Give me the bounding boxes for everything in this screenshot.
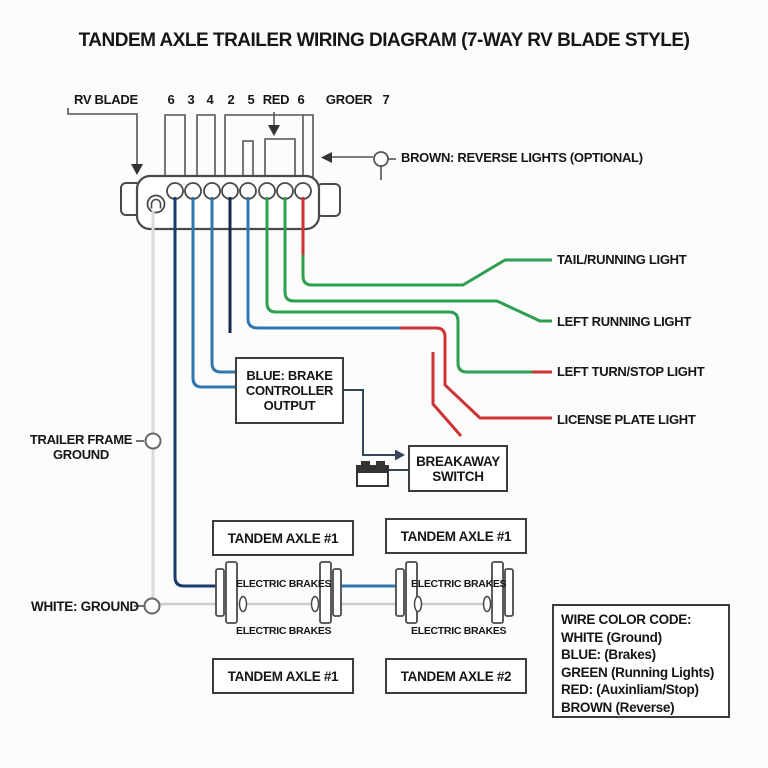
trailer-frame-ground-label: TRAILER FRAME GROUND (25, 432, 137, 463)
wire-red-license-plate (400, 326, 552, 420)
battery-icon (356, 461, 389, 487)
wire-blue-controller-2 (210, 197, 236, 374)
wires (151, 197, 552, 606)
breakaway-linkage (340, 389, 408, 471)
tandem-axle-bottom-left-box: TANDEM AXLE #1 (212, 658, 354, 694)
diagram-title: TANDEM AXLE TRAILER WIRING DIAGRAM (7-WA… (78, 30, 690, 51)
connector-right-tab (316, 183, 341, 217)
white-ground-label: WHITE: GROUND (31, 599, 139, 614)
tandem-axle-top-left-box: TANDEM AXLE #1 (212, 520, 354, 556)
wire-color-code-red: RED: (Auxinliam/Stop) (561, 682, 699, 698)
connector-pin-4 (221, 182, 239, 200)
pin-bracket-3 (224, 114, 314, 183)
brake-controller-box: BLUE: BRAKE CONTROLLER OUTPUT (235, 357, 344, 424)
wire-blue-license-run (246, 197, 400, 330)
brown-terminal-circle (373, 151, 389, 167)
breakaway-arrowhead-icon (395, 449, 405, 461)
breakaway-line2: SWITCH (432, 468, 484, 484)
connector-pin-5 (239, 182, 257, 200)
connector-pin-8 (294, 182, 312, 200)
breakaway-switch-box: BREAKAWAY SWITCH (408, 445, 508, 492)
brake-controller-line1: BLUE: BRAKE (246, 368, 333, 383)
controller-breakaway-line (340, 389, 395, 456)
trailer-frame-ground-line1: TRAILER FRAME (29, 432, 133, 447)
rv-blade-label: RV BLADE (74, 92, 138, 107)
wheel (332, 568, 342, 617)
pin-label-5: 5 (247, 92, 255, 107)
brake-magnet-icon (482, 595, 492, 613)
pin-label-6: 6 (167, 92, 175, 107)
connector-pin-1 (166, 182, 184, 200)
tandem-axle-top-right-box: TANDEM AXLE #1 (385, 518, 527, 554)
brake-controller-line3: OUTPUT (263, 398, 316, 413)
pin-bracket-5 (264, 138, 296, 183)
wire-color-code-blue: BLUE: (Brakes) (561, 647, 656, 663)
left-turn-stop-light-label: LEFT TURN/STOP LIGHT (557, 364, 705, 379)
wire-navy-brakes (173, 197, 218, 588)
electric-brakes-label: ELECTRIC BRAKES (411, 578, 507, 590)
electric-brakes-label: ELECTRIC BRAKES (236, 578, 332, 590)
wire-color-code-title: WIRE COLOR CODE: (561, 612, 692, 627)
connector-center-pin (146, 194, 166, 214)
wheel (405, 561, 418, 624)
brown-reverse-label: BROWN: REVERSE LIGHTS (OPTIONAL) (401, 150, 643, 165)
left-running-light-label: LEFT RUNNING LIGHT (557, 314, 691, 329)
breakaway-line1: BREAKAWAY (416, 453, 500, 469)
pin-label-4: 4 (206, 92, 214, 107)
pin-label-groer: GROER (325, 92, 373, 107)
pin-label-3: 3 (187, 92, 195, 107)
wire-color-code-box: WIRE COLOR CODE: WHITE (Ground) BLUE: (B… (552, 604, 730, 718)
rv-blade-leader (67, 108, 138, 166)
brake-magnet-icon (310, 595, 320, 613)
pin-label-6b: 6 (297, 92, 305, 107)
brake-magnet-icon (238, 595, 248, 613)
pin-label-2: 2 (227, 92, 235, 107)
connector-pin-2 (184, 182, 202, 200)
wire-green-left-running (283, 197, 552, 323)
wire-green-tail-running (301, 255, 552, 287)
pin-leader-lines (67, 108, 396, 607)
wire-blue-controller-1 (191, 197, 236, 389)
brown-arrowhead-icon (321, 152, 332, 163)
wire-color-code-brown: BROWN (Reverse) (561, 699, 675, 715)
seven-way-connector (120, 174, 341, 231)
tandem-axle-bottom-right-box: TANDEM AXLE #2 (385, 658, 527, 694)
wheel (319, 561, 332, 624)
electric-brakes-label: ELECTRIC BRAKES (236, 625, 332, 637)
connector-pin-3 (203, 182, 221, 200)
wheel (491, 561, 504, 624)
pin-bracket-1 (164, 114, 186, 183)
connector-pin-6 (258, 182, 276, 200)
tail-running-light-label: TAIL/RUNNING LIGHT (557, 252, 687, 267)
wire-green-turn-stop (265, 197, 532, 374)
red-arrowhead-icon (268, 125, 280, 136)
wheel (504, 568, 514, 617)
brake-magnet-icon (413, 595, 423, 613)
white-ground-terminal (143, 597, 161, 615)
wheel (395, 568, 405, 617)
brake-controller-line2: CONTROLLER (245, 383, 334, 398)
trailer-frame-ground-line2: GROUND (53, 446, 109, 462)
wire-red-breakaway (431, 352, 463, 437)
center-pin-glyph-icon (150, 198, 162, 209)
pin-label-red: RED (262, 92, 290, 107)
rv-blade-arrowhead-icon (131, 164, 143, 175)
wire-color-code-green: GREEN (Running Lights) (561, 664, 715, 680)
trailer-frame-ground-terminal (144, 432, 162, 450)
electric-brakes-label: ELECTRIC BRAKES (411, 625, 507, 637)
pin-bracket-2 (196, 114, 216, 183)
pin-label-7: 7 (382, 92, 390, 107)
axle-wheels (215, 561, 514, 624)
connector-pin-7 (276, 182, 294, 200)
wheel (225, 561, 238, 624)
license-plate-light-label: LICENSE PLATE LIGHT (557, 412, 696, 427)
pin-bracket-4 (242, 140, 254, 183)
wheel (215, 568, 225, 617)
wire-color-code-white: WHITE (Ground) (561, 629, 662, 645)
